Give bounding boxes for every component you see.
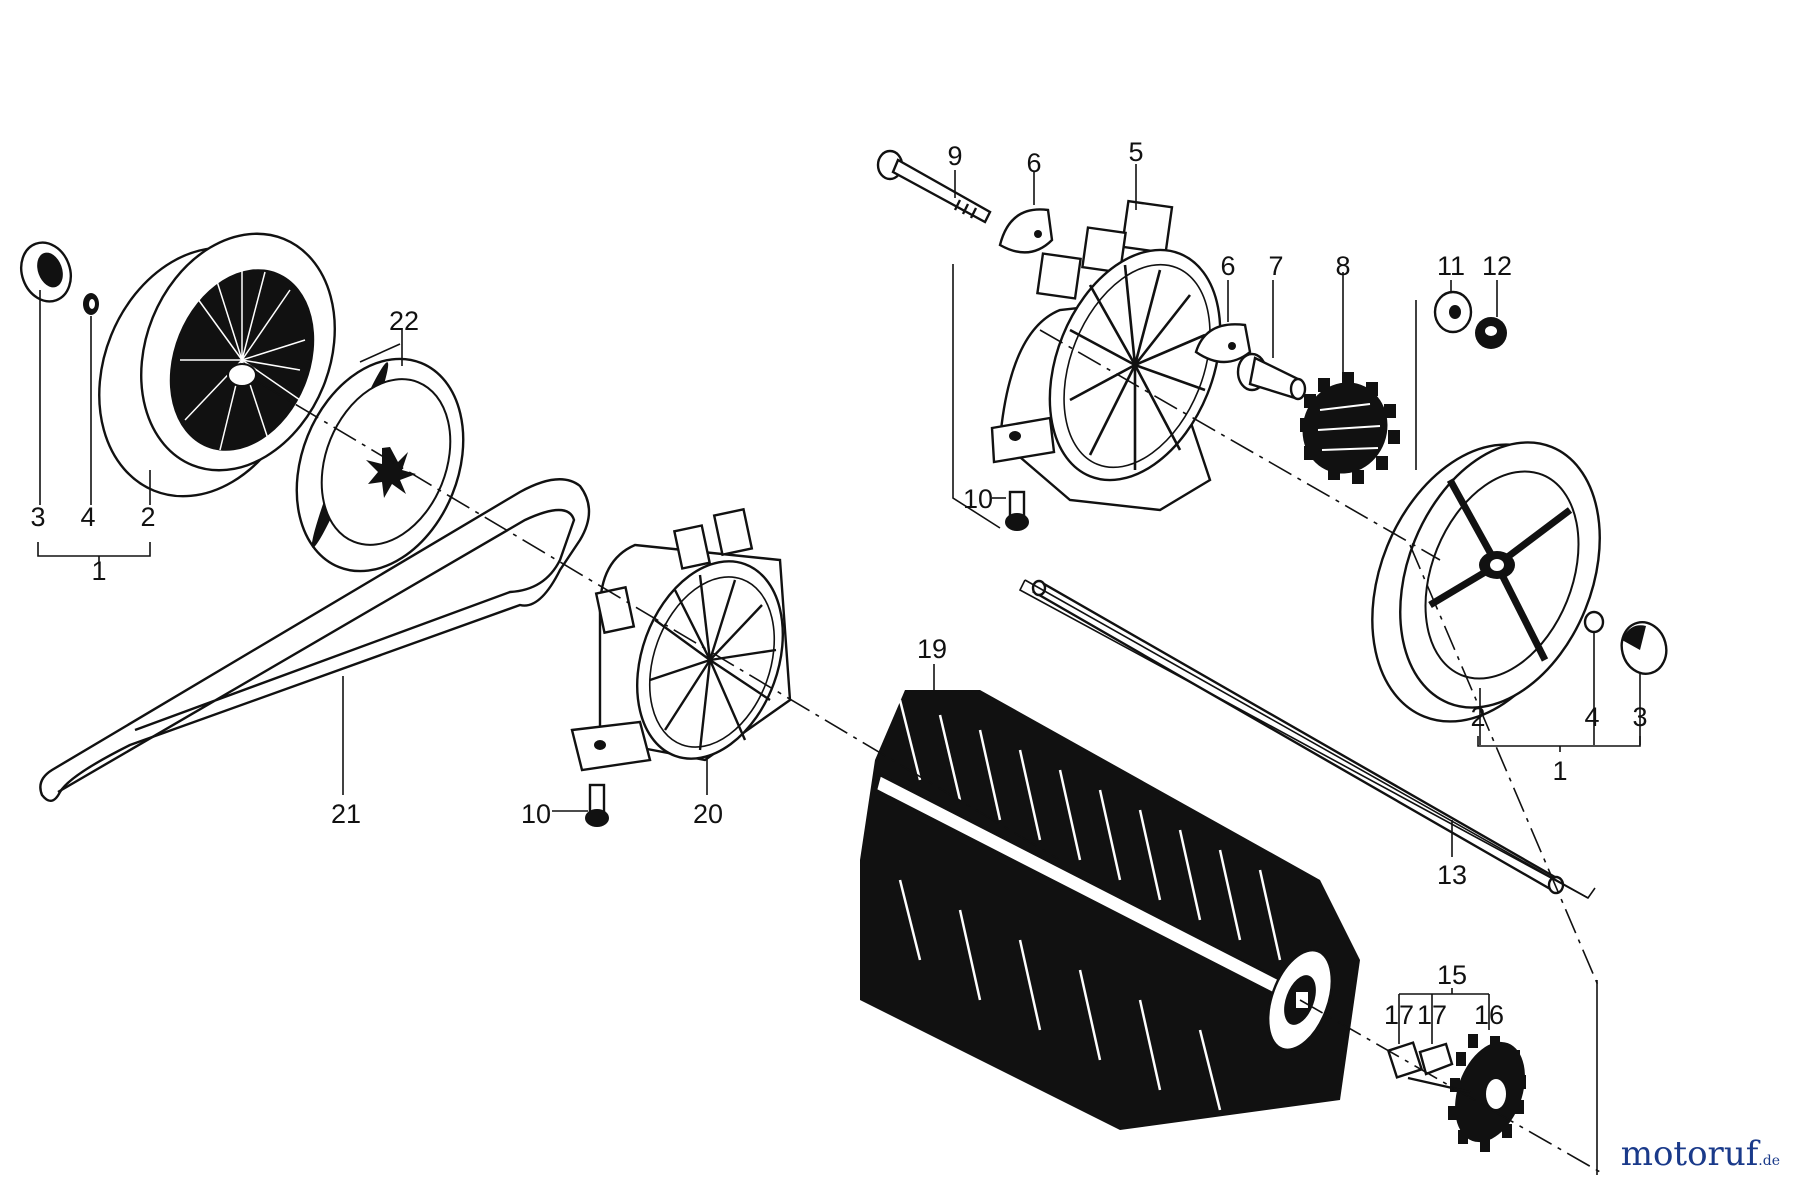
hex-nut	[1475, 317, 1507, 349]
right-screw	[1005, 490, 1029, 531]
callout-3-right: 3	[1632, 702, 1647, 732]
callout-2-right: 2	[1470, 702, 1485, 732]
callout-5: 5	[1128, 137, 1143, 167]
right-wheel-group-bracket	[1477, 736, 1641, 747]
callout-10-right: 10	[963, 484, 993, 514]
callout-8: 8	[1335, 251, 1350, 281]
callout-17-right: 17	[1417, 1000, 1447, 1030]
left-wheel-group-bracket	[37, 542, 151, 557]
callout-6-lower: 6	[1220, 251, 1235, 281]
callout-7: 7	[1268, 251, 1283, 281]
callout-13: 13	[1437, 860, 1467, 890]
callout-9: 9	[947, 141, 962, 171]
callout-1-left: 1	[91, 556, 106, 586]
left-wheel-washer	[83, 293, 99, 315]
bearing-plate-lower	[1194, 323, 1252, 364]
callout-12: 12	[1482, 251, 1512, 281]
callout-17-left: 17	[1384, 1000, 1414, 1030]
callout-4-left: 4	[80, 502, 95, 532]
callout-11: 11	[1437, 251, 1465, 281]
right-side-bearing-housing	[990, 199, 1222, 512]
stub-shaft	[1236, 352, 1307, 401]
callout-22: 22	[389, 306, 419, 336]
callout-21: 21	[331, 799, 361, 829]
bearing-plate-upper	[998, 208, 1054, 254]
watermark-suffix: .de	[1758, 1153, 1780, 1169]
left-wheel-cap	[20, 241, 72, 303]
long-bolt	[876, 149, 992, 224]
v-belt	[39, 478, 591, 802]
callout-10-left: 10	[521, 799, 551, 829]
callout-1-right: 1	[1552, 756, 1567, 786]
watermark: motoruf.de	[1621, 1134, 1780, 1174]
drive-pulley	[295, 343, 465, 573]
callout-15: 15	[1437, 960, 1467, 990]
brush-drive-sprocket	[1386, 1034, 1526, 1152]
callout-2-left: 2	[140, 502, 155, 532]
callout-4-right: 4	[1584, 702, 1599, 732]
callout-20: 20	[693, 799, 723, 829]
right-wheel-cap	[1620, 621, 1668, 675]
callout-6-upper: 6	[1026, 148, 1041, 178]
right-wheel-washer	[1583, 610, 1605, 634]
watermark-text: motoruf	[1620, 1134, 1759, 1174]
drive-gear	[1300, 372, 1400, 484]
callout-19: 19	[917, 634, 947, 664]
flat-washer	[1433, 290, 1473, 334]
left-wheel	[98, 232, 336, 498]
callout-16: 16	[1474, 1000, 1504, 1030]
brush-roller	[860, 690, 1360, 1130]
callout-3-left: 3	[30, 502, 45, 532]
left-side-bearing-housing	[570, 507, 792, 772]
right-wheel	[1371, 441, 1601, 723]
left-screw	[585, 783, 609, 827]
